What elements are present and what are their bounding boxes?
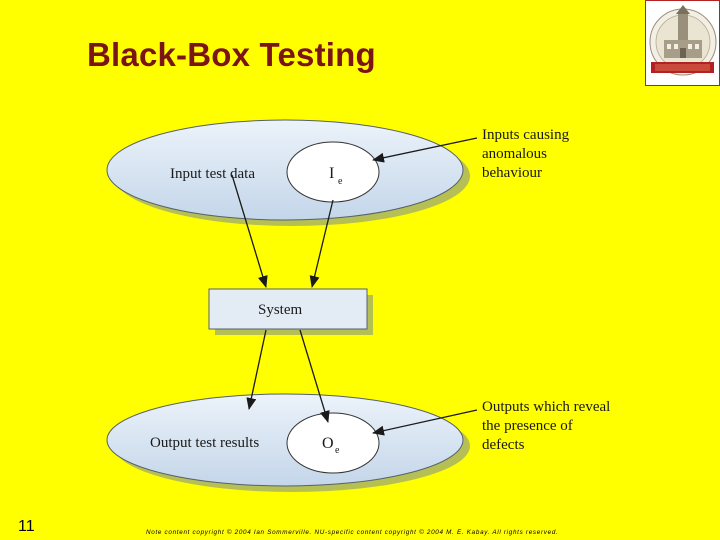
arrow-input-annotation bbox=[372, 137, 478, 163]
output-annotation-line: Outputs which reveal bbox=[482, 399, 610, 415]
system-box bbox=[208, 288, 373, 335]
arrow-system-to-output-results bbox=[246, 329, 267, 410]
system-label: System bbox=[258, 302, 303, 318]
output-annotation: Outputs which reveal the presence of def… bbox=[482, 399, 614, 453]
slide-number: 11 bbox=[18, 518, 35, 535]
arrow-system-to-output-subset bbox=[299, 329, 330, 423]
input-annotation-line: behaviour bbox=[482, 165, 542, 181]
output-test-results-label: Output test results bbox=[150, 435, 259, 451]
arrow-input-data-to-system bbox=[231, 174, 268, 288]
input-annotation: Inputs causing anomalous behaviour bbox=[482, 127, 573, 181]
output-subset-subscript: e bbox=[335, 445, 340, 456]
input-test-data-label: Input test data bbox=[170, 166, 255, 182]
arrow-input-subset-to-system bbox=[309, 199, 334, 288]
output-subset-ellipse bbox=[286, 412, 380, 474]
output-subset-label: O bbox=[322, 435, 334, 452]
input-subset-subscript: e bbox=[338, 176, 343, 187]
input-subset-label: I bbox=[329, 165, 334, 182]
input-annotation-line: Inputs causing bbox=[482, 127, 570, 143]
output-annotation-line: defects bbox=[482, 437, 525, 453]
output-annotation-line: the presence of bbox=[482, 418, 573, 434]
copyright-notice: Note content copyright © 2004 Ian Sommer… bbox=[146, 529, 559, 536]
arrow-output-annotation bbox=[372, 409, 478, 436]
input-annotation-line: anomalous bbox=[482, 146, 547, 162]
slide-title: Black-Box Testing bbox=[87, 36, 376, 73]
university-seal-icon bbox=[645, 0, 720, 86]
